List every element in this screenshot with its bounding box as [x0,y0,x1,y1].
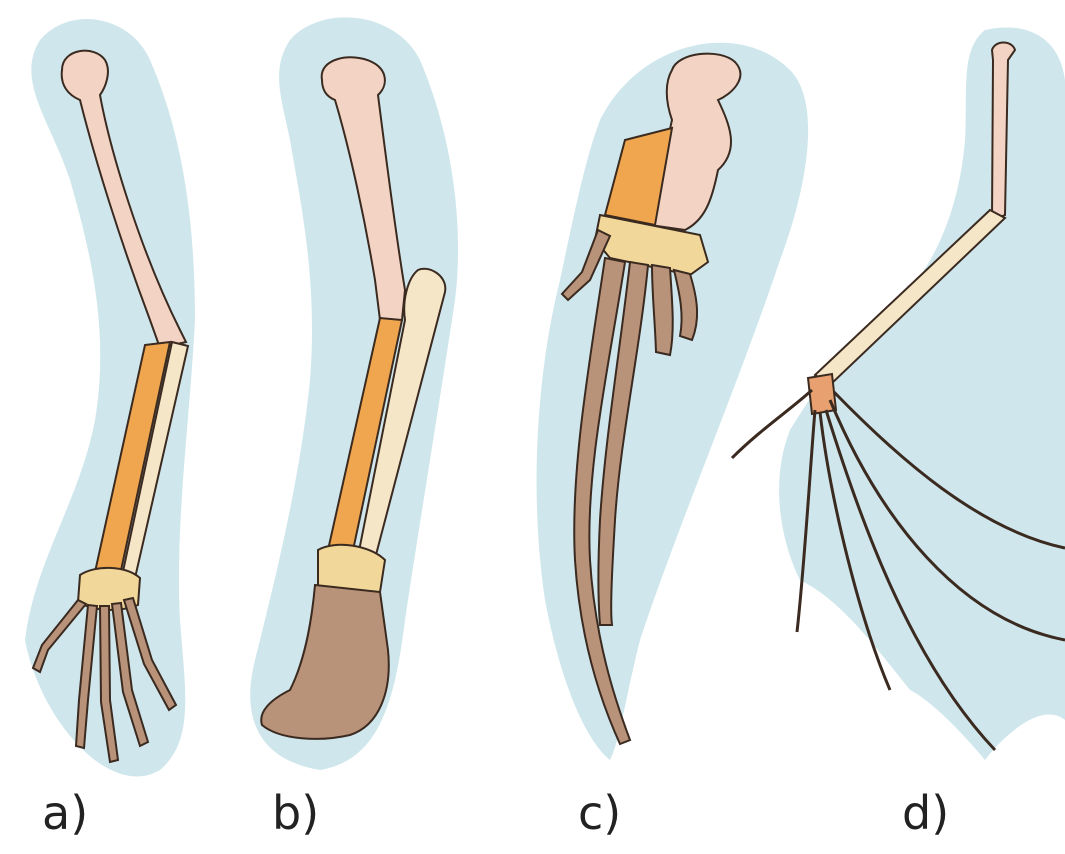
digit-4 [652,265,673,355]
animal-foreleg [250,17,458,770]
whale-flipper [537,43,809,760]
panel-label-a: a) [42,790,88,836]
panel-label-b: b) [272,790,319,836]
panel-label-c: c) [578,790,621,836]
panel-label-d: d) [902,790,949,836]
human-arm [25,19,195,776]
